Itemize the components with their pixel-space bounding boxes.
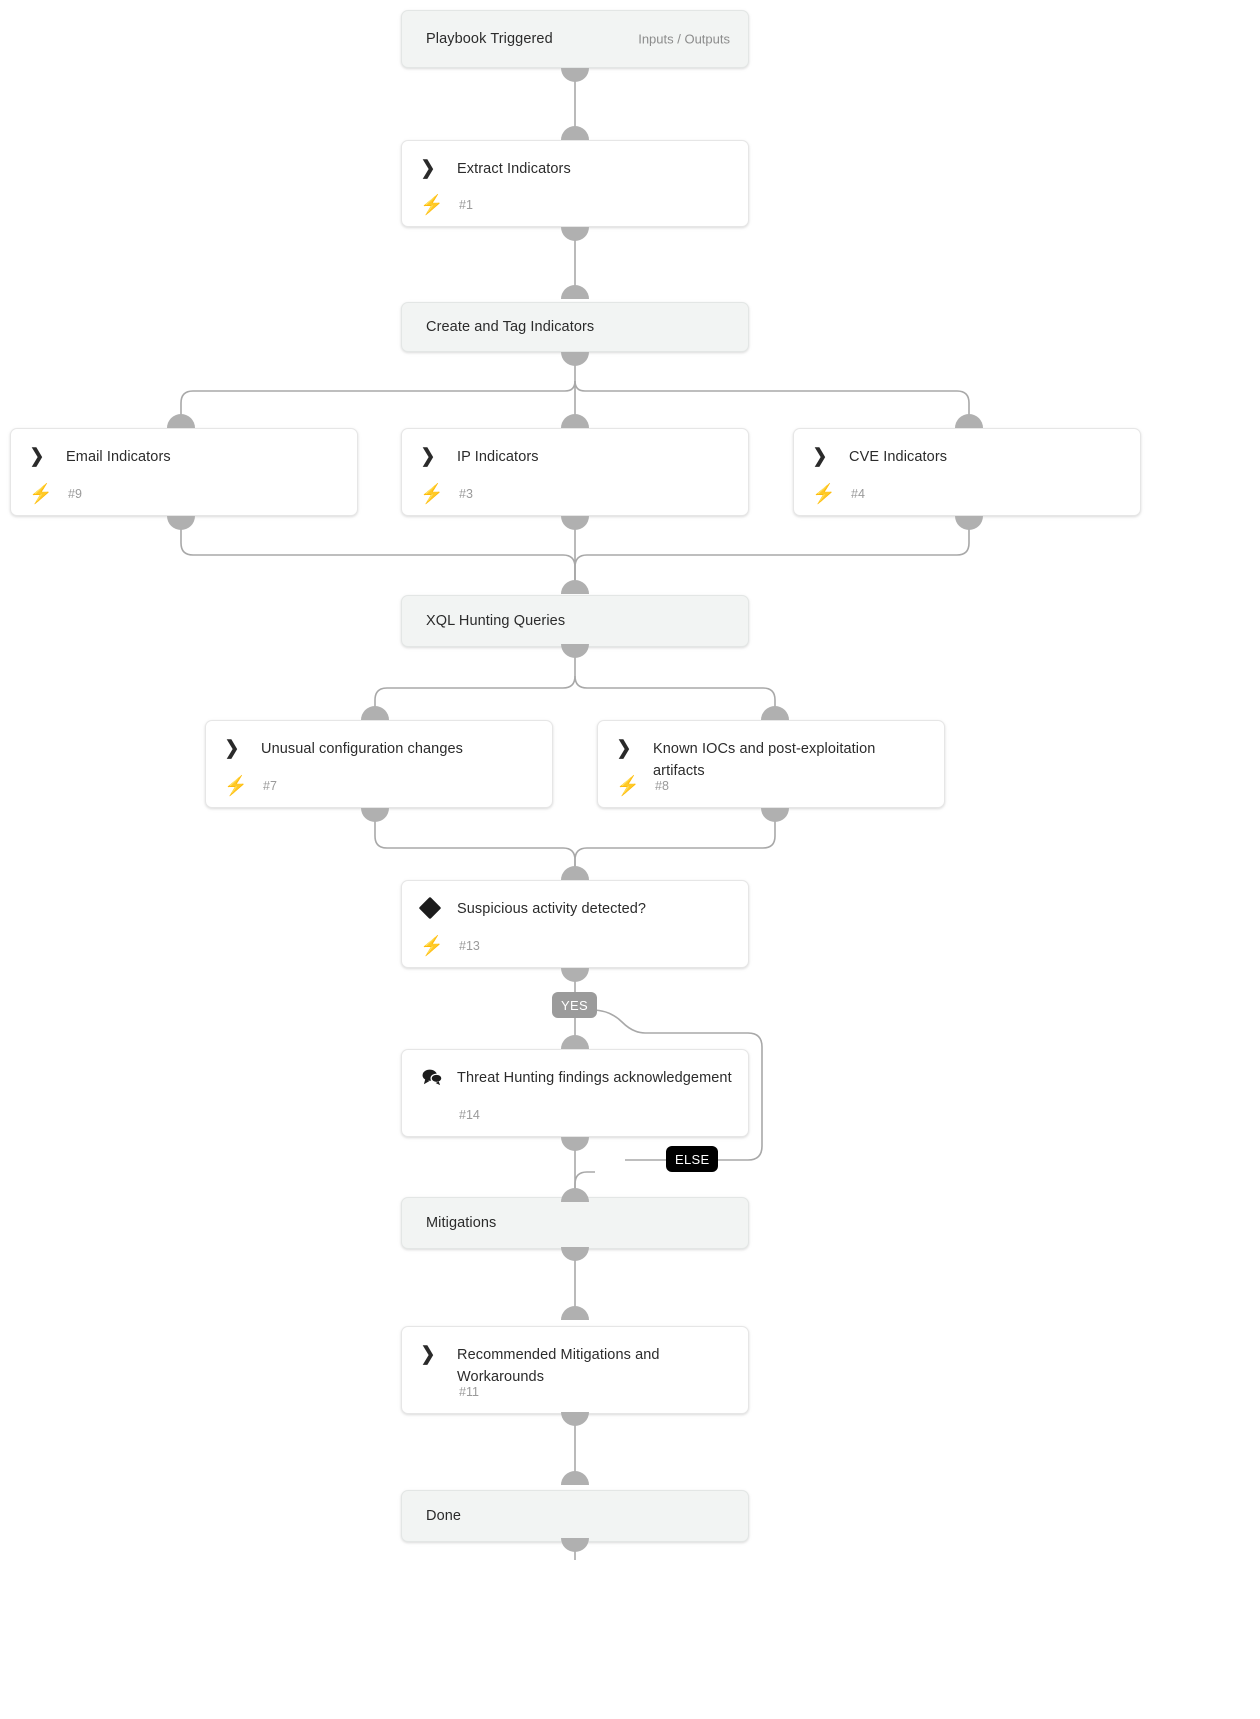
anchor-in-iocs xyxy=(761,706,789,720)
anchor-in-createtag xyxy=(561,285,589,299)
branch-badge-yes[interactable]: YES xyxy=(552,992,597,1018)
anchor-in-xql xyxy=(561,580,589,594)
edge-unusual-suspicious xyxy=(374,821,582,878)
edge-createtag-cve xyxy=(574,380,976,427)
branch-badge-else[interactable]: ELSE xyxy=(666,1146,719,1172)
anchor-out-extract xyxy=(561,227,589,241)
node-recommended-mitigations[interactable]: ❯ Recommended Mitigations and Workaround… xyxy=(401,1326,749,1414)
node-suspicious-activity-detected[interactable]: Suspicious activity detected? ⚡ #13 xyxy=(401,880,749,968)
node-known-iocs[interactable]: ❯ Known IOCs and post-exploitation artif… xyxy=(597,720,945,808)
lightning-bolt-icon: ⚡ xyxy=(616,776,640,797)
chevron-icon: ❯ xyxy=(616,737,632,759)
node-title: Playbook Triggered xyxy=(426,31,553,47)
anchor-out-ack xyxy=(561,1137,589,1151)
node-cve-indicators[interactable]: ❯ CVE Indicators ⚡ #4 xyxy=(793,428,1141,516)
lightning-bolt-icon: ⚡ xyxy=(224,776,248,797)
anchor-in-ack xyxy=(561,1035,589,1049)
edge-email-xql xyxy=(180,529,582,592)
node-number: #14 xyxy=(459,1108,480,1122)
anchor-in-email xyxy=(167,414,195,428)
node-title: Threat Hunting findings acknowledgement xyxy=(457,1070,732,1086)
anchor-in-mitigations xyxy=(561,1188,589,1202)
node-number: #4 xyxy=(851,487,865,501)
anchor-in-unusual xyxy=(361,706,389,720)
anchor-out-mitigations xyxy=(561,1247,589,1261)
node-done[interactable]: Done xyxy=(401,1490,749,1542)
node-title: Recommended Mitigations and Workarounds xyxy=(457,1347,660,1385)
inputs-outputs-label[interactable]: Inputs / Outputs xyxy=(638,31,730,47)
anchor-out-recommended xyxy=(561,1412,589,1426)
anchor-out-ip xyxy=(561,516,589,530)
anchor-out-email xyxy=(167,516,195,530)
node-create-and-tag-indicators[interactable]: Create and Tag Indicators xyxy=(401,302,749,352)
node-title: Suspicious activity detected? xyxy=(457,901,647,917)
node-threat-hunting-acknowledgement[interactable]: Threat Hunting findings acknowledgement … xyxy=(401,1049,749,1137)
edge-cve-xql xyxy=(574,529,970,592)
node-number: #8 xyxy=(655,779,669,793)
node-number: #11 xyxy=(459,1385,479,1399)
diamond-icon xyxy=(418,896,444,920)
anchor-out-iocs xyxy=(761,808,789,822)
node-email-indicators[interactable]: ❯ Email Indicators ⚡ #9 xyxy=(10,428,358,516)
anchor-out-done xyxy=(561,1538,589,1552)
anchor-in-done xyxy=(561,1471,589,1485)
node-title: Unusual configuration changes xyxy=(261,741,464,757)
node-mitigations[interactable]: Mitigations xyxy=(401,1197,749,1249)
anchor-in-ip xyxy=(561,414,589,428)
anchor-in-suspicious xyxy=(561,866,589,880)
edge-xql-unusual xyxy=(374,675,576,719)
node-number: #3 xyxy=(459,487,473,501)
anchor-in-recommended xyxy=(561,1306,589,1320)
node-number: #1 xyxy=(459,198,473,212)
chevron-icon: ❯ xyxy=(812,445,828,467)
node-number: #7 xyxy=(263,779,277,793)
anchor-in-extract xyxy=(561,126,589,140)
lightning-bolt-icon: ⚡ xyxy=(812,484,836,505)
node-ip-indicators[interactable]: ❯ IP Indicators ⚡ #3 xyxy=(401,428,749,516)
anchor-out-unusual xyxy=(361,808,389,822)
anchor-out-xql xyxy=(561,644,589,658)
anchor-out-cve xyxy=(955,516,983,530)
chevron-icon: ❯ xyxy=(224,737,240,759)
node-title: Known IOCs and post-exploitation artifac… xyxy=(653,741,876,779)
node-number: #9 xyxy=(68,487,82,501)
anchor-in-cve xyxy=(955,414,983,428)
anchor-out-createtag xyxy=(561,352,589,366)
edge-xql-iocs xyxy=(574,675,782,719)
anchor-out-suspicious xyxy=(561,968,589,982)
lightning-bolt-icon: ⚡ xyxy=(420,484,444,505)
node-title: IP Indicators xyxy=(457,449,539,465)
node-number: #13 xyxy=(459,939,480,953)
chevron-icon: ❯ xyxy=(29,445,45,467)
node-title: Done xyxy=(426,1508,462,1524)
node-title: Extract Indicators xyxy=(457,161,571,177)
edge-createtag-email xyxy=(180,380,576,427)
chevron-icon: ❯ xyxy=(420,445,436,467)
speech-bubble-icon xyxy=(420,1066,444,1088)
lightning-bolt-icon: ⚡ xyxy=(420,936,444,957)
lightning-bolt-icon: ⚡ xyxy=(29,484,53,505)
node-unusual-configuration-changes[interactable]: ❯ Unusual configuration changes ⚡ #7 xyxy=(205,720,553,808)
lightning-bolt-icon: ⚡ xyxy=(420,195,444,216)
node-title: Mitigations xyxy=(426,1215,497,1231)
chevron-icon: ❯ xyxy=(420,157,436,179)
node-playbook-triggered[interactable]: Playbook Triggered Inputs / Outputs xyxy=(401,10,749,68)
node-title: Email Indicators xyxy=(66,449,171,465)
edge-iocs-suspicious xyxy=(574,821,776,878)
node-xql-hunting-queries[interactable]: XQL Hunting Queries xyxy=(401,595,749,647)
node-title: CVE Indicators xyxy=(849,449,948,465)
chevron-icon: ❯ xyxy=(420,1343,436,1365)
node-title: Create and Tag Indicators xyxy=(426,319,595,335)
node-title: XQL Hunting Queries xyxy=(426,613,566,629)
node-extract-indicators[interactable]: ❯ Extract Indicators ⚡ #1 xyxy=(401,140,749,227)
anchor-out-trigger xyxy=(561,68,589,82)
